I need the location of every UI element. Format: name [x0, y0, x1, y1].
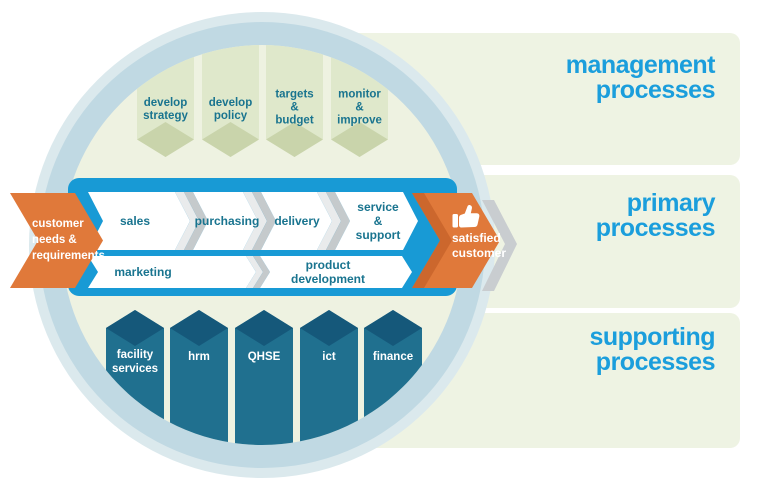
management-arrow-diamond [331, 122, 388, 157]
arrow-marketing [88, 256, 256, 288]
chevron-separator-gray [326, 192, 350, 250]
management-arrow-targets-budget [266, 45, 323, 157]
chevron-separator-light [246, 256, 263, 288]
thumbs-up-icon [452, 205, 480, 228]
supporting-column-diamond [170, 310, 228, 346]
label-marketing: marketing [114, 265, 172, 279]
label-service-support: service & support [355, 200, 401, 242]
management-arrow-diamond [137, 122, 194, 157]
arrow-product-development [260, 256, 412, 288]
arrow-satisfied-customer [412, 193, 517, 291]
panel-management-label: management processes [565, 51, 716, 104]
chevron-separator-gray [253, 256, 270, 288]
management-arrow-shape [266, 45, 323, 157]
supporting-column-diamond [235, 310, 293, 346]
arrow-purchasing [193, 192, 258, 250]
label-hrm: hrm [188, 351, 210, 363]
label-customer-needs: customer needs & requirements [32, 218, 105, 262]
chevron-separator-gray [184, 192, 208, 250]
management-arrow-diamond [266, 122, 323, 157]
label-ict: ict [322, 351, 336, 363]
arrow-shadow-chevron [482, 200, 517, 291]
label-qhse: QHSE [247, 351, 281, 363]
chevron-separator-light [317, 192, 341, 250]
supporting-column-diamond [300, 310, 358, 346]
primary-row2-arrows [88, 256, 412, 288]
supporting-column-diamond [106, 310, 164, 346]
supporting-column-shape [235, 310, 293, 445]
arrow-delivery [261, 192, 332, 250]
arrow-sales [88, 192, 190, 250]
arrow-service-support [335, 192, 418, 250]
chevron-separator-gray [252, 192, 276, 250]
label-satisfied-customer: satisfied customer [452, 231, 507, 260]
management-arrow-shape [202, 45, 259, 157]
primary-row1-arrows [88, 192, 418, 250]
panel-primary-label: primary processes [595, 189, 716, 242]
label-purchasing: purchasing [194, 214, 260, 228]
label-develop-strategy: develop strategy [143, 97, 188, 122]
supporting-column-diamond [364, 310, 422, 346]
label-develop-policy: develop policy [208, 97, 253, 122]
label-sales: sales [119, 214, 151, 228]
label-targets-budget: targets & budget [275, 88, 314, 127]
management-arrow-develop-policy [202, 45, 259, 157]
label-finance: finance [372, 351, 414, 363]
panel-supporting-label: supporting processes [589, 323, 715, 376]
supporting-column-qhse [235, 310, 293, 445]
management-arrow-diamond [202, 122, 259, 157]
label-facility-services: facility services [111, 349, 159, 375]
arrow-satisfied-dark-chevron [412, 193, 452, 288]
chevron-separator-light [175, 192, 199, 250]
label-delivery: delivery [274, 214, 320, 228]
arrow-customer-needs [10, 193, 103, 288]
label-product-development: product development [290, 258, 366, 286]
label-monitor-improve: monitor & improve [337, 88, 382, 127]
chevron-separator-light [243, 192, 267, 250]
